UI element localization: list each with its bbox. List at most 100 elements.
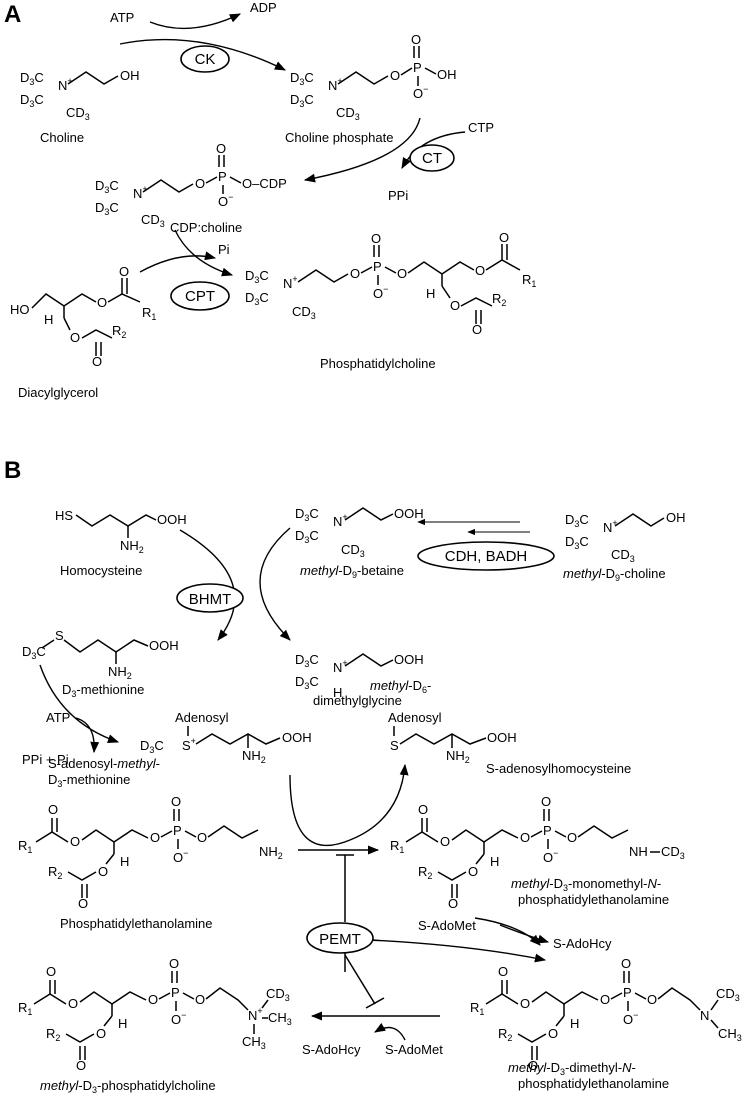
svg-text:O: O — [418, 802, 428, 817]
enzyme-ct-oval — [409, 144, 455, 172]
svg-text:P: P — [413, 60, 422, 75]
svg-text:S+: S+ — [182, 736, 196, 753]
svg-text:O: O — [70, 834, 80, 849]
svg-text:OOH: OOH — [282, 730, 312, 745]
svg-text:OH: OH — [666, 510, 686, 525]
sah-adenosyl: Adenosyl — [388, 710, 442, 725]
pemt-mmpe-to-dmpe-arrow — [369, 939, 547, 963]
ctp-label: CTP — [468, 120, 494, 135]
dmpe-name-line1: methyl-D3-dimethyl-N- — [508, 1060, 636, 1077]
svg-text:CD3: CD3 — [266, 986, 290, 1003]
pc-name: methyl-D3-phosphatidylcholine — [40, 1078, 216, 1095]
atp-label-b: ATP — [46, 710, 70, 725]
homocysteine-name: Homocysteine — [60, 563, 142, 578]
svg-text:O−: O− — [623, 1010, 638, 1027]
svg-text:O: O — [411, 32, 421, 47]
svg-text:O: O — [520, 830, 530, 845]
ck-arrow — [119, 38, 287, 71]
svg-text:CD3: CD3 — [341, 542, 365, 559]
svg-text:O: O — [216, 141, 226, 156]
svg-text:O: O — [119, 264, 129, 279]
cdp-group: O–CDP — [242, 176, 287, 191]
atp-adp-arrow — [149, 13, 242, 30]
svg-text:D3C: D3C — [295, 528, 319, 545]
mmpe-name-line2: phosphatidylethanolamine — [518, 892, 669, 907]
svg-text:CD3: CD3 — [716, 986, 740, 1003]
svg-text:O: O — [520, 996, 530, 1011]
svg-text:R1: R1 — [18, 838, 32, 855]
ppi-pi-label: PPi + Pi — [22, 752, 69, 767]
svg-text:O−: O− — [171, 1010, 186, 1027]
svg-text:O: O — [647, 992, 657, 1007]
choline-structure: D3C N+ D3C CD3 OH — [20, 68, 140, 122]
svg-text:S: S — [55, 628, 64, 643]
diacylglycerol-name: Diacylglycerol — [18, 385, 98, 400]
svg-text:N+: N+ — [133, 184, 148, 201]
phosphatidylcholine-name: Phosphatidylcholine — [320, 356, 436, 371]
dmg-name-line1: methyl-D6- — [370, 678, 431, 695]
svg-text:D3C: D3C — [245, 290, 269, 307]
svg-text:OOH: OOH — [487, 730, 517, 745]
svg-text:D3C: D3C — [22, 644, 46, 661]
svg-text:O: O — [498, 964, 508, 979]
svg-text:O: O — [150, 830, 160, 845]
enzyme-bhmt-label: BHMT — [189, 591, 232, 608]
svg-text:P: P — [623, 985, 632, 1000]
choline-name: Choline — [40, 130, 84, 145]
enzyme-pemt-oval — [306, 922, 374, 954]
svg-text:O−: O− — [173, 848, 188, 865]
svg-text:O: O — [70, 330, 80, 345]
svg-text:D3C: D3C — [245, 268, 269, 285]
enzyme-cpt-oval — [170, 281, 230, 311]
svg-text:D3C: D3C — [565, 512, 589, 529]
svg-text:H: H — [118, 1016, 127, 1031]
svg-text:O: O — [46, 964, 56, 979]
ct-arrow — [303, 117, 421, 183]
svg-text:O: O — [78, 896, 88, 911]
svg-text:R2: R2 — [48, 864, 62, 881]
svg-text:H: H — [426, 286, 435, 301]
svg-text:R1: R1 — [522, 272, 536, 289]
svg-text:D3C: D3C — [95, 200, 119, 217]
svg-text:O: O — [195, 992, 205, 1007]
svg-text:N+: N+ — [58, 76, 73, 93]
svg-text:O−: O− — [543, 848, 558, 865]
svg-text:OOH: OOH — [394, 506, 424, 521]
svg-text:NH2: NH2 — [120, 538, 144, 555]
phosphatidylcholine-structure: D3C N+ D3C CD3 O P O O− O H O O R1 O O R… — [245, 230, 536, 337]
svg-text:O: O — [397, 266, 407, 281]
betaine-name: methyl-D9-betaine — [300, 563, 404, 580]
svg-text:R2: R2 — [492, 291, 506, 308]
svg-text:O: O — [499, 230, 509, 245]
svg-text:CH3: CH3 — [242, 1034, 266, 1051]
svg-text:CD3: CD3 — [336, 105, 360, 122]
svg-text:O: O — [350, 266, 360, 281]
adomet-adohcy-arrow-1 — [499, 924, 550, 944]
svg-text:O: O — [448, 896, 458, 911]
svg-text:O: O — [468, 864, 478, 879]
svg-text:O: O — [450, 298, 460, 313]
svg-text:O: O — [96, 1026, 106, 1041]
pemt-inhibition-bar-2 — [365, 997, 385, 1009]
adp-label: ADP — [250, 0, 277, 15]
svg-text:O: O — [148, 992, 158, 1007]
svg-text:N+: N+ — [328, 76, 343, 93]
ppi-label: PPi — [388, 188, 408, 203]
svg-text:O−: O− — [373, 284, 388, 301]
pe-name: Phosphatidylethanolamine — [60, 916, 213, 931]
mmpe-name-line1: methyl-D3-monomethyl-N- — [511, 876, 661, 893]
svg-text:OOH: OOH — [394, 652, 424, 667]
s-adomet-label-1: S-AdoMet — [418, 918, 476, 933]
svg-text:CH3: CH3 — [268, 1010, 292, 1027]
svg-text:R1: R1 — [470, 1000, 484, 1017]
pemt-inhibition-line-3 — [344, 954, 376, 1005]
svg-text:OOH: OOH — [149, 638, 179, 653]
svg-text:N+: N+ — [248, 1006, 263, 1023]
svg-text:H: H — [570, 1016, 579, 1031]
svg-text:O: O — [528, 1058, 538, 1073]
svg-text:R2: R2 — [112, 323, 126, 340]
sam-structure: Adenosyl D3C S+ NH2 OOH — [140, 710, 312, 765]
svg-text:H: H — [333, 685, 342, 700]
atp-ppi-arrow — [75, 717, 100, 754]
